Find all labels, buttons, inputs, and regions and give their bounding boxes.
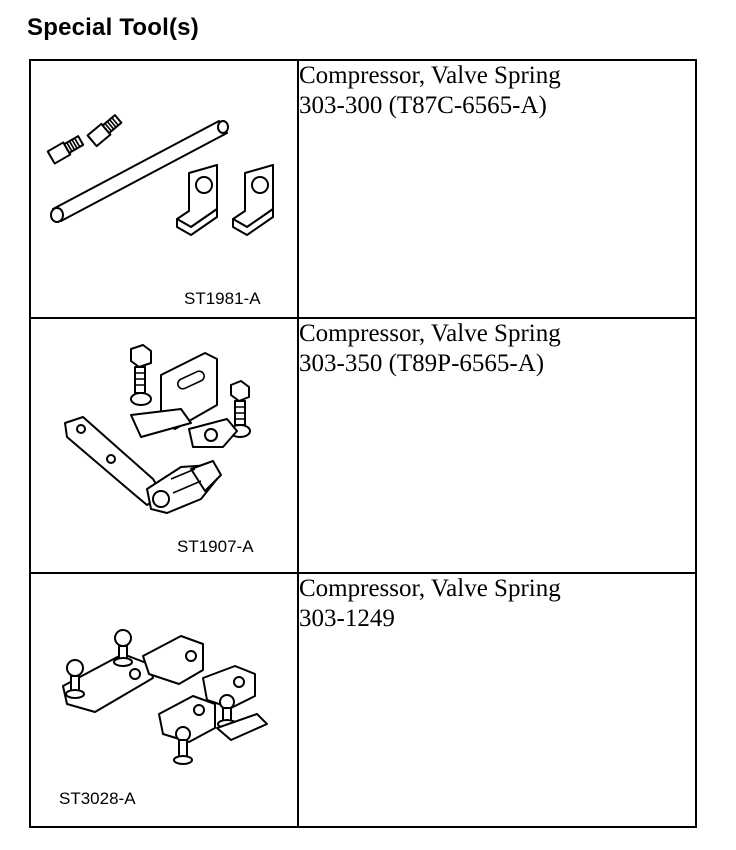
- tool-description-cell: Compressor, Valve Spring 303-300 (T87C-6…: [297, 59, 697, 319]
- tool-name: Compressor, Valve Spring: [299, 575, 561, 602]
- valve-spring-compressor-rod-brackets-icon: [46, 114, 274, 236]
- tool-description-cell: Compressor, Valve Spring 303-350 (T89P-6…: [297, 317, 697, 574]
- special-tools-table: ST1981-A Compressor, Valve Spring 303-30…: [29, 59, 697, 828]
- tool-row: ST1907-A Compressor, Valve Spring 303-35…: [29, 317, 697, 574]
- tool-image-cell: ST3028-A: [29, 572, 299, 828]
- tool-image-cell: ST1907-A: [29, 317, 299, 574]
- valve-spring-compressor-brackets-set-icon: [62, 629, 268, 765]
- tool-image-code: ST1981-A: [184, 289, 261, 308]
- tool-image-code: ST3028-A: [59, 789, 136, 808]
- tool-name: Compressor, Valve Spring: [299, 62, 561, 89]
- tool-image-cell: ST1981-A: [29, 59, 299, 319]
- tool-number: 303-1249: [299, 605, 395, 632]
- tool-name: Compressor, Valve Spring: [299, 320, 561, 347]
- page-title: Special Tool(s): [27, 14, 199, 41]
- tool-number: 303-350 (T89P-6565-A): [299, 350, 545, 377]
- tool-row: ST1981-A Compressor, Valve Spring 303-30…: [29, 59, 697, 319]
- valve-spring-compressor-lever-icon: [64, 344, 251, 514]
- tool-image-code: ST1907-A: [177, 537, 254, 556]
- tool-description-cell: Compressor, Valve Spring 303-1249: [297, 572, 697, 828]
- tool-row: ST3028-A Compressor, Valve Spring 303-12…: [29, 572, 697, 828]
- tool-number: 303-300 (T87C-6565-A): [299, 92, 547, 119]
